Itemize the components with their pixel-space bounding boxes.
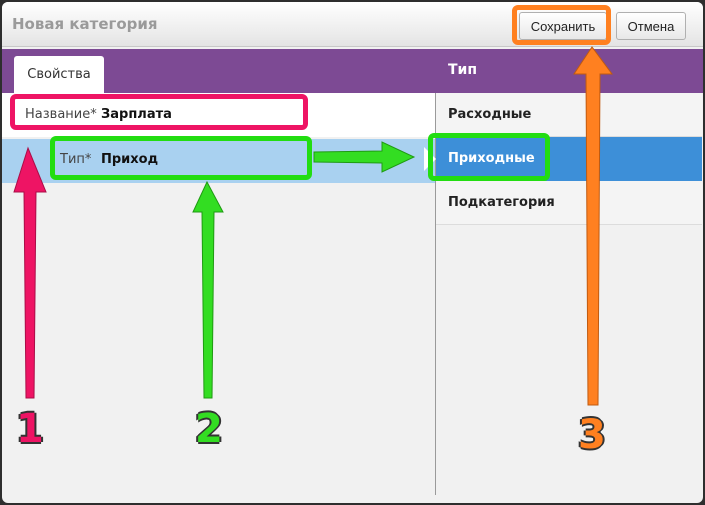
type-field-value[interactable]: Приход: [101, 152, 159, 167]
cancel-button[interactable]: Отмена: [616, 12, 686, 40]
tab-properties[interactable]: Свойства: [14, 56, 104, 93]
marker-2: 2: [195, 406, 223, 452]
type-option-income[interactable]: Приходные: [436, 137, 702, 181]
highlight-income-option: [428, 133, 550, 181]
highlight-type-field: [50, 136, 312, 180]
type-option-expense[interactable]: Расходные: [436, 93, 702, 137]
arrow-3: [573, 46, 613, 406]
save-button[interactable]: Сохранить: [519, 12, 607, 40]
marker-1: 1: [16, 406, 44, 452]
dialog-title: Новая категория: [12, 15, 158, 33]
arrow-2-horizontal: [313, 141, 416, 173]
name-field-value[interactable]: Зарплата: [101, 107, 172, 122]
type-panel-header: Тип: [448, 62, 478, 78]
name-field-label: Название*: [25, 107, 97, 122]
arrow-2: [192, 180, 224, 399]
marker-3: 3: [578, 412, 606, 458]
type-field-label: Тип*: [60, 152, 92, 167]
highlight-name-field: [10, 94, 308, 130]
highlight-save-button: [512, 5, 611, 45]
arrow-1: [13, 146, 47, 399]
panel-divider: [435, 93, 436, 495]
type-option-subcategory[interactable]: Подкатегория: [436, 181, 702, 225]
